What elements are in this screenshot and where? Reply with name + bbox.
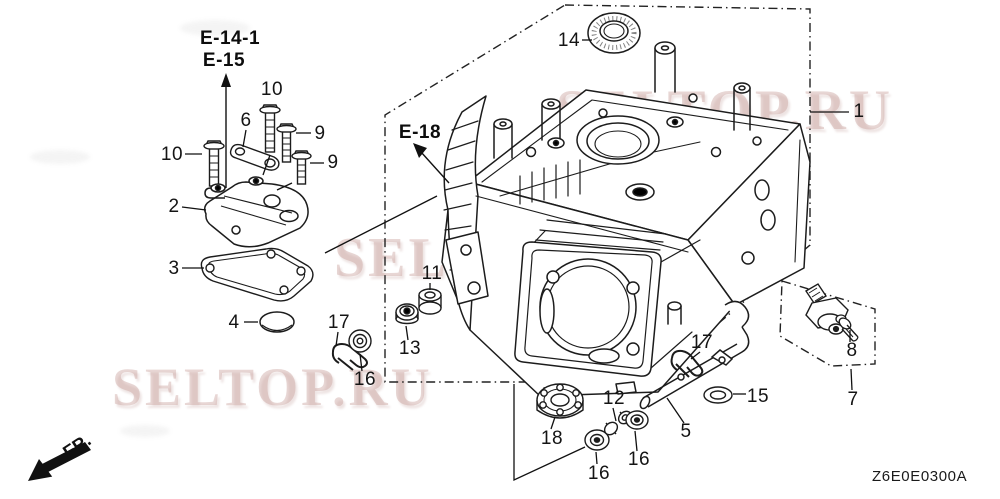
part-8-bolt-drawing (835, 314, 859, 342)
part-18-bearing-drawing (536, 383, 584, 419)
callout-9: 9 (327, 152, 339, 173)
part-9-bolt-drawing (276, 123, 297, 163)
part-9-bolt-drawing (291, 150, 312, 185)
part-7-boundary-box (779, 280, 876, 367)
e15-reference-arrow (221, 73, 231, 188)
callout-16: 16 (627, 449, 651, 470)
part-16-washer-drawing (625, 410, 649, 430)
reference-label-e18: E-18 (398, 122, 442, 143)
part-14-seal-drawing (587, 12, 641, 54)
e18-reference-arrow (413, 143, 450, 184)
scan-noise (30, 150, 90, 164)
callout-2: 2 (168, 196, 180, 217)
callout-6: 6 (240, 110, 252, 131)
callout-12: 12 (602, 388, 626, 409)
callout-16: 16 (353, 369, 377, 390)
callout-5: 5 (680, 421, 692, 442)
scan-noise (180, 20, 250, 36)
callout-18: 18 (540, 428, 564, 449)
reference-label-e14-1: E-14-1 (199, 28, 261, 49)
part-16-washer-drawing (584, 429, 610, 451)
callout-16: 16 (587, 463, 611, 484)
front-direction-arrow: FR. (28, 430, 95, 481)
crankcase-body-drawing (441, 41, 811, 399)
callout-15: 15 (746, 386, 770, 407)
part-17-clip-drawing (670, 349, 704, 378)
part-10-bolt-drawing (259, 104, 281, 153)
callout-9: 9 (314, 123, 326, 144)
callout-10: 10 (160, 144, 184, 165)
callout-8: 8 (846, 340, 858, 361)
part-15-washer-drawing (703, 386, 733, 404)
callout-10: 10 (260, 79, 284, 100)
callout-1: 1 (853, 101, 865, 122)
part-2-cover-drawing (203, 176, 309, 248)
part-16-washer-drawing (348, 329, 372, 353)
watermark-text: SELTOP.RU (112, 357, 433, 417)
callout-13: 13 (398, 338, 422, 359)
callout-7: 7 (847, 389, 859, 410)
scan-noise (120, 425, 170, 437)
part-10-bolt-drawing (203, 140, 225, 187)
callout-17: 17 (690, 332, 714, 353)
leader-lines (181, 39, 853, 482)
callout-11: 11 (421, 263, 443, 284)
part-13-nut-drawing (395, 303, 419, 325)
callout-14: 14 (557, 30, 581, 51)
diagram-code: Z6E0E0300A (872, 468, 968, 485)
callout-17: 17 (327, 312, 351, 333)
part-11-bushing-drawing (418, 288, 442, 315)
reference-label-e15: E-15 (202, 50, 246, 71)
callout-4: 4 (228, 312, 240, 333)
part-3-gasket-drawing (200, 247, 314, 302)
part-5-tube-drawing (639, 300, 750, 410)
part-4-cap-drawing (259, 311, 295, 333)
callout-3: 3 (168, 258, 180, 279)
